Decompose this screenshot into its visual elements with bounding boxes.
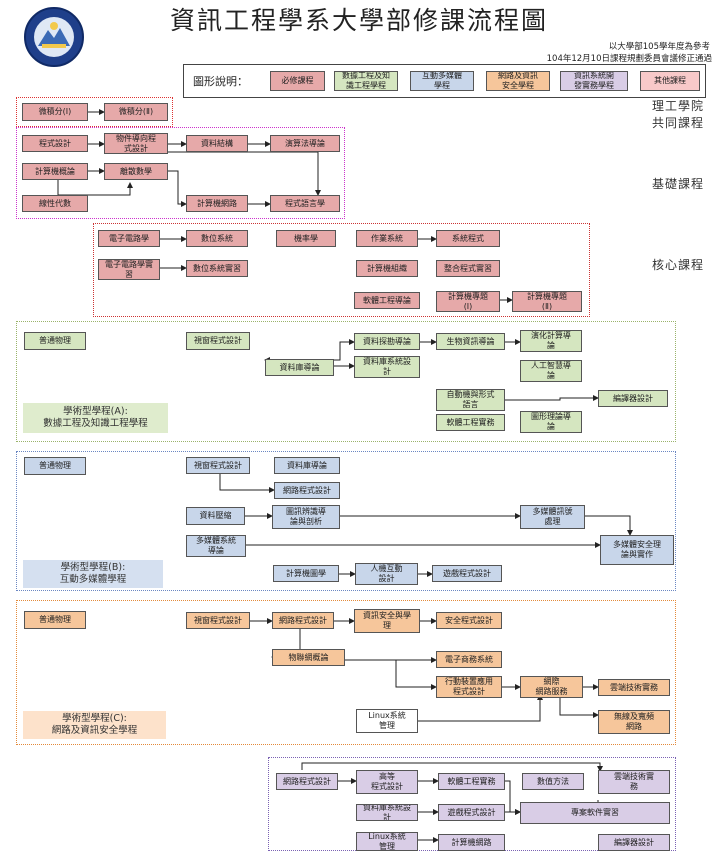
course-ds: 資料結構 <box>186 135 248 152</box>
course-netprog2: 網路程式設計 <box>276 773 338 790</box>
course-db: 資料庫導論 <box>274 457 340 474</box>
course-ecom: 電子商務系統 <box>436 651 502 668</box>
course-secprog: 安全程式設計 <box>436 612 502 629</box>
course-dsp: 資料壓縮 <box>186 507 245 525</box>
course-cloud: 雲端技術實務 <box>598 679 670 696</box>
course-adv-prog: 高等 程式設計 <box>356 770 418 794</box>
course-netprog: 網路程式設計 <box>272 612 334 629</box>
course-dbsys: 資料庫系統設 計 <box>354 356 420 378</box>
legend-item: 數據工程及知 識工程學程 <box>334 71 398 91</box>
course-cs-net2: 計算機網路 <box>438 834 505 851</box>
track-b-label: 學術型學程(B): 互動多媒體學程 <box>23 560 163 588</box>
university-seal <box>12 6 96 68</box>
course-se: 軟體工程導論 <box>354 292 420 309</box>
legend-item: 互動多媒體 學程 <box>410 71 474 91</box>
legend-item: 必修課程 <box>270 71 325 91</box>
course-calc2: 微積分(Ⅱ) <box>104 103 168 121</box>
frame-track-a <box>16 321 676 442</box>
course-mmsys: 多媒體系統 導論 <box>186 535 246 557</box>
course-graph: 圖形理論導 論 <box>520 411 582 433</box>
course-graphics: 計算機圖學 <box>273 565 339 582</box>
page-title: 資訊工程學系大學部修課流程圖 <box>170 6 549 35</box>
course-os: 作業系統 <box>356 230 418 247</box>
course-vp: 視窗程式設計 <box>186 332 250 350</box>
frame-college <box>16 97 173 127</box>
course-circuit-lab: 電子電路學實 習 <box>98 259 160 280</box>
course-ai: 人工智慧導 論 <box>520 360 582 382</box>
label-core: 核心課程 <box>652 258 705 272</box>
course-circuit: 電子電路學 <box>98 230 160 247</box>
frame-core <box>93 223 590 317</box>
course-mobile: 行動裝置應用 程式設計 <box>436 676 502 698</box>
course-algo: 演算法導論 <box>270 135 340 152</box>
legend-item: 網路及資訊 安全學程 <box>486 71 550 91</box>
course-cs-net: 計算機網路 <box>186 195 248 212</box>
course-netmgmt: 網際 網路服務 <box>520 676 583 698</box>
course-prog: 程式設計 <box>22 135 88 152</box>
course-proj1: 計算機專題 (Ⅰ) <box>436 291 500 312</box>
track-a-label: 學術型學程(A): 數據工程及知識工程學程 <box>23 403 168 433</box>
legend-item: 其他課程 <box>640 71 700 91</box>
label-college-common: 理工學院 共同課程 <box>652 99 705 130</box>
course-integ: 整合程式實習 <box>436 260 500 277</box>
course-mm-tech: 多媒體訊號 處理 <box>520 505 585 529</box>
course-automata: 自動機與形式 語言 <box>436 389 505 411</box>
course-compiler2: 編譯器設計 <box>598 834 670 851</box>
course-netprog: 網路程式設計 <box>274 482 340 499</box>
legend-label: 圖形說明： <box>193 75 248 88</box>
course-se-prac: 軟體工程實務 <box>436 414 505 431</box>
course-intro-cs: 計算機概論 <box>22 163 88 180</box>
course-evo: 演化計算導 論 <box>520 330 582 352</box>
course-dm: 資料探勘導論 <box>354 333 420 350</box>
course-cloud2: 雲端技術實 務 <box>598 770 670 794</box>
course-image: 圖訊辨識導 論與剖析 <box>272 505 340 529</box>
course-digital-lab: 數位系統實習 <box>186 260 248 277</box>
legend-item: 資訊系統開 發實務學程 <box>560 71 628 91</box>
course-linux2: Linux系統 管理 <box>356 832 418 851</box>
course-sysprog: 系統程式 <box>436 230 500 247</box>
course-physics: 普通物理 <box>24 332 86 350</box>
course-capstone: 專案軟件實習 <box>520 802 670 824</box>
course-numeric: 數值方法 <box>522 773 584 790</box>
course-oop: 物件導向程 式設計 <box>104 133 168 154</box>
course-pl: 程式語言學 <box>270 195 340 212</box>
course-physics: 普通物理 <box>24 611 86 629</box>
reference-note: 以大學部105學年度為參考 <box>608 42 710 52</box>
course-prob: 機率學 <box>276 230 336 247</box>
track-c-label: 學術型學程(C): 網路及資訊安全學程 <box>23 711 166 739</box>
course-linear: 線性代數 <box>22 195 88 212</box>
course-mm-sec: 多媒體安全理 論與實作 <box>600 535 674 565</box>
course-game: 遊戲程式設計 <box>432 565 502 582</box>
course-db: 資料庫導論 <box>265 359 334 376</box>
course-digital: 數位系統 <box>186 230 248 247</box>
course-proj2: 計算機專題 (Ⅱ) <box>512 291 582 312</box>
frame-basic <box>16 127 345 219</box>
course-calc1: 微積分(Ⅰ) <box>22 103 88 121</box>
course-discrete: 離散數學 <box>104 163 168 180</box>
course-physics: 普通物理 <box>24 457 86 475</box>
course-bio: 生物資訊導論 <box>436 333 505 350</box>
course-iot: 物聯網概論 <box>272 649 345 666</box>
label-basic: 基礎課程 <box>652 177 705 191</box>
course-compiler: 編譯器設計 <box>598 390 668 407</box>
course-vp: 視窗程式設計 <box>186 612 250 629</box>
legend <box>183 64 706 98</box>
course-arch: 計算機組織 <box>356 260 418 277</box>
course-wireless: 無線及寬頻 網路 <box>598 710 670 734</box>
course-linux: Linux系統 管理 <box>356 709 418 733</box>
frame-track-c <box>16 600 676 745</box>
course-se-prac2: 軟體工程實務 <box>438 773 505 790</box>
course-infosec: 資訊安全與學 理 <box>354 609 420 633</box>
course-hci: 人機互動 設計 <box>355 563 418 585</box>
course-vp: 視窗程式設計 <box>186 457 250 474</box>
revision-note: 104年12月10日課程規劃委員會議修正通過 <box>546 54 712 64</box>
course-db-sys2: 資料庫系統設 計 <box>356 804 418 821</box>
frame-track-b <box>16 451 676 591</box>
course-game2: 遊戲程式設計 <box>438 804 505 821</box>
